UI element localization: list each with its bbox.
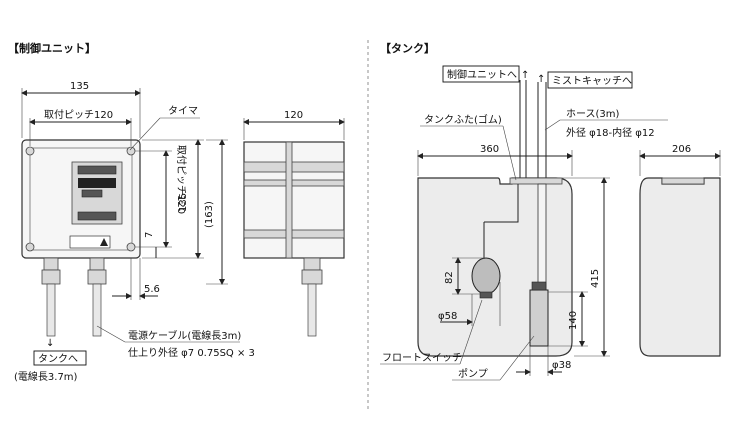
label-pump: ポンプ	[458, 368, 488, 380]
arrow-up-mist: ↑	[537, 74, 545, 85]
dim-pitch-horizontal: 取付ピッチ120	[44, 108, 113, 121]
label-hose-spec: 外径 φ18-内径 φ12	[566, 126, 655, 139]
label-power-cable: 電源ケーブル(電線長3m)	[128, 329, 241, 342]
dim-tank-width-360: 360	[480, 144, 499, 155]
box-to-tank	[33, 350, 87, 366]
dim-pump-diameter: φ38	[552, 360, 571, 371]
dim-side-width-120: 120	[284, 110, 303, 121]
dim-height-135: 135	[178, 193, 189, 212]
dim-overall-163: (163)	[204, 201, 215, 228]
section-title-tank: 【タンク】	[380, 42, 435, 55]
label-timer: タイマ	[168, 105, 198, 117]
arrow-up-control: ↑	[521, 70, 529, 81]
arrow-down-to-tank: ↓	[46, 338, 54, 349]
label-to-control-unit: 制御ユニットへ	[447, 68, 517, 81]
dim-pitch-vertical: 取付ピッチ120	[175, 145, 188, 214]
section-title-control-unit: 【制御ユニット】	[8, 41, 96, 55]
label-tank-lid: タンクふた(ゴム)	[424, 113, 502, 126]
dim-7: 7	[144, 232, 155, 238]
dim-tank-side-width-206: 206	[672, 144, 691, 155]
dim-width-135: 135	[70, 81, 89, 92]
dim-float-height-82: 82	[444, 271, 455, 284]
label-cable-spec: 仕上り外径 φ7 0.75SQ × 3	[128, 346, 255, 359]
label-to-mist-catch: ミストキャッチへ	[552, 75, 632, 87]
tank-lid	[509, 177, 563, 185]
dim-float-diameter: φ58	[438, 311, 457, 322]
label-wire-length: (電線長3.7m)	[14, 370, 78, 383]
label-float-switch: フロートスイッチ	[382, 352, 462, 364]
tank-side-view	[639, 177, 721, 357]
control-unit-side-view	[243, 141, 345, 337]
box-to-control-unit	[442, 65, 520, 83]
float-switch	[471, 257, 501, 295]
label-to-tank: タンクへ	[38, 353, 78, 365]
label-hose: ホース(3m)	[566, 108, 620, 120]
dim-tank-height-415: 415	[590, 269, 601, 288]
box-to-mist-catch	[547, 71, 633, 89]
dim-pump-height-140: 140	[568, 311, 579, 330]
control-unit-front-view	[21, 139, 141, 337]
tank-front-view	[417, 177, 573, 357]
dim-5-6: 5.6	[144, 284, 160, 295]
